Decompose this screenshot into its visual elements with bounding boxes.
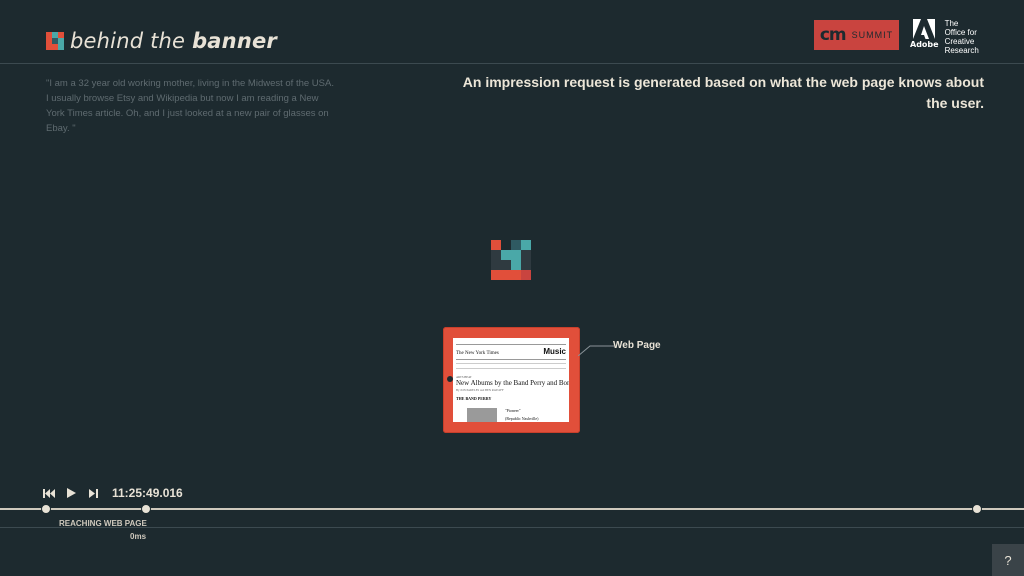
mini-article-title: New Albums by the Band Perry and Bond: [456, 379, 569, 387]
stage-time-label: 0ms: [130, 532, 147, 541]
timeline-start-marker[interactable]: [41, 504, 51, 514]
skip-back-icon[interactable]: [42, 486, 56, 500]
mini-band-photo: [467, 408, 497, 422]
callout-line: [578, 345, 614, 356]
device-indicator-dot: [447, 376, 453, 382]
web-page-label: Web Page: [613, 340, 661, 351]
ocr-line: Creative: [944, 37, 975, 46]
timeline-stage-marker[interactable]: [141, 504, 151, 514]
help-button[interactable]: ?: [992, 544, 1024, 576]
adobe-icon: [913, 19, 936, 39]
site-logo[interactable]: behind the banner: [46, 29, 277, 53]
timeline-end-marker[interactable]: [972, 504, 982, 514]
mini-kicker: ARTS BEAT: [456, 375, 472, 379]
nyt-masthead: The New York Times: [456, 351, 499, 356]
mini-subnav: [456, 359, 566, 364]
ocr-line: Office for: [944, 28, 977, 37]
cm-logo-text: cm: [819, 25, 847, 45]
mini-band-title: THE BAND PERRY: [456, 396, 492, 401]
web-page-screen: The New York Times Music ARTS BEAT New A…: [453, 338, 569, 422]
adobe-logo: Adobe: [910, 19, 939, 55]
logo-text-light: behind the: [70, 29, 193, 53]
mini-album-label: (Republic Nashville): [505, 416, 539, 421]
mini-subnav-secondary: [456, 365, 566, 369]
office-creative-research-text: The Office for Creative Research: [945, 19, 979, 55]
ocr-line: Research: [944, 46, 979, 55]
mini-byline: By JON PARELES and BEN RATLIFF: [456, 388, 504, 392]
play-icon[interactable]: [64, 486, 78, 500]
logo-pixel-icon: [46, 32, 64, 50]
cm-summit-logo[interactable]: cm SUMMIT: [814, 20, 899, 50]
summit-text: SUMMIT: [851, 30, 894, 40]
logo-text: behind the banner: [70, 29, 277, 53]
impression-pixel-icon: [491, 240, 531, 280]
user-persona-quote: "I am a 32 year old working mother, livi…: [46, 78, 334, 134]
mini-nav: [456, 340, 566, 345]
timeline-divider: [0, 527, 1024, 528]
step-headline: An impression request is generated based…: [462, 74, 984, 111]
playback-controls: 11:25:49.016: [42, 486, 183, 500]
logo-text-bold: banner: [192, 29, 277, 53]
adobe-word: Adobe: [910, 40, 939, 49]
web-page-device[interactable]: The New York Times Music ARTS BEAT New A…: [443, 327, 580, 433]
mini-masthead: The New York Times Music: [456, 347, 566, 356]
header-divider: [0, 63, 1024, 64]
stage-label: REACHING WEB PAGE: [59, 519, 147, 528]
ocr-line: The: [944, 19, 959, 28]
adobe-logo-group[interactable]: Adobe The Office for Creative Research: [910, 19, 979, 55]
mini-section-title: Music: [543, 347, 566, 356]
skip-forward-icon[interactable]: [86, 486, 100, 500]
timeline-track[interactable]: [0, 508, 1024, 510]
timecode-display: 11:25:49.016: [112, 486, 183, 500]
mini-album-title: "Pioneer": [505, 408, 521, 413]
